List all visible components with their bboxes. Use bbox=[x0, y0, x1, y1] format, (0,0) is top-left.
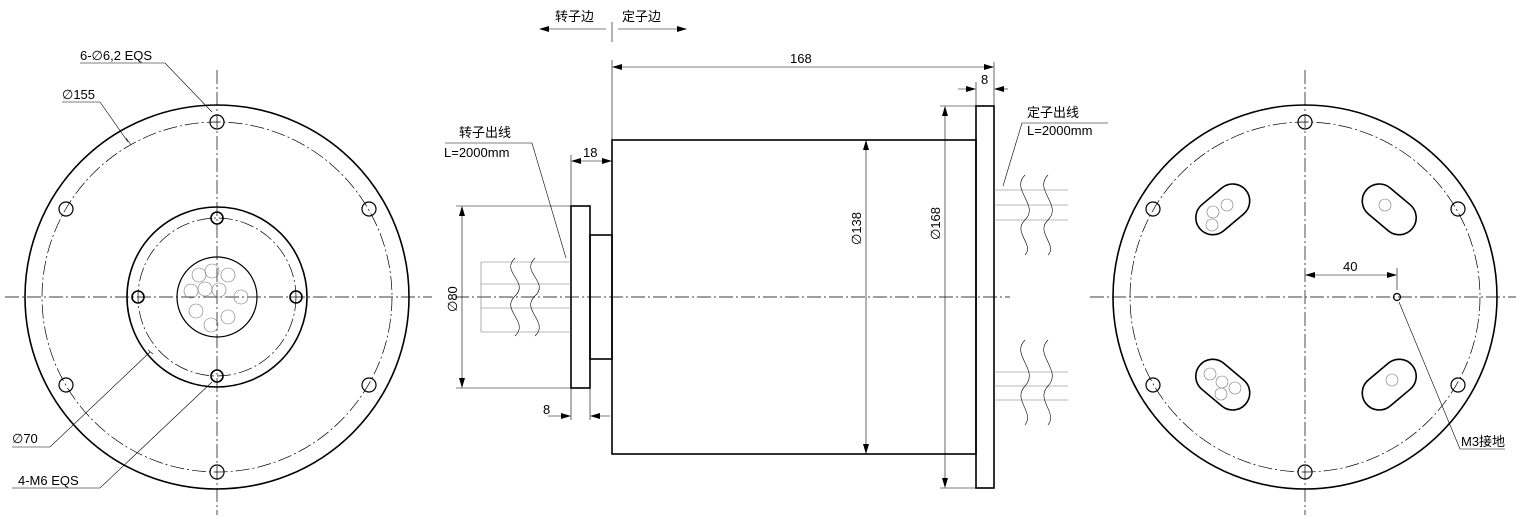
flange-diameter-dim: ∅168 bbox=[928, 207, 943, 240]
rotor-wires bbox=[480, 257, 571, 337]
stator-flange bbox=[975, 105, 995, 489]
front-outer-holes-callout: 6-∅6,2 EQS bbox=[80, 48, 152, 63]
front-outer-holes bbox=[58, 114, 377, 480]
front-core-circle bbox=[176, 256, 258, 338]
front-pcd-outer bbox=[41, 121, 393, 473]
front-pcd-outer-callout: ∅155 bbox=[62, 87, 95, 102]
side-view: 转子边 定子边 bbox=[444, 9, 1108, 489]
front-outer-circle bbox=[24, 104, 410, 490]
stator-wires-bottom bbox=[994, 339, 1068, 426]
ground-offset-dim: 40 bbox=[1343, 259, 1357, 274]
rear-slot-bottom-right bbox=[1361, 358, 1417, 411]
front-pcd-inner bbox=[137, 217, 297, 377]
ground-label: M3接地 bbox=[1461, 434, 1505, 449]
rear-view: 40 M3接地 bbox=[1090, 70, 1516, 515]
rear-slot-top-left bbox=[1195, 183, 1251, 236]
rotor-diameter-dim: ∅80 bbox=[445, 286, 460, 312]
front-core-wires bbox=[183, 263, 249, 333]
overall-length-dim: 168 bbox=[790, 51, 812, 66]
front-hub-circle bbox=[126, 206, 308, 388]
ground-screw bbox=[1392, 292, 1402, 302]
rear-pcd-circle bbox=[1129, 121, 1481, 473]
rotor-flange bbox=[570, 205, 591, 389]
stator-wires-top bbox=[994, 174, 1068, 256]
stator-lead-length: L=2000mm bbox=[1027, 123, 1092, 138]
rotor-step-length-dim: 18 bbox=[583, 145, 597, 160]
front-pcd-inner-callout: ∅70 bbox=[12, 431, 38, 446]
stator-flange-thickness-dim: 8 bbox=[981, 72, 988, 87]
rotor-lead-title: 转子出线 bbox=[459, 125, 511, 140]
stator-side-label: 定子边 bbox=[622, 9, 661, 24]
rotor-side-label: 转子边 bbox=[555, 9, 594, 24]
front-view: 6-∅6,2 EQS ∅155 ∅70 4-M6 EQS bbox=[5, 48, 432, 515]
rear-slot-top-right bbox=[1361, 183, 1417, 236]
body-diameter-dim: ∅138 bbox=[849, 212, 864, 245]
rear-slot-bottom-left bbox=[1195, 358, 1251, 411]
rotor-flange-thickness-dim: 8 bbox=[543, 402, 550, 417]
rear-holes bbox=[1145, 114, 1466, 480]
rotor-lead-length: L=2000mm bbox=[444, 145, 509, 160]
front-inner-holes bbox=[131, 211, 303, 383]
front-inner-holes-callout: 4-M6 EQS bbox=[18, 473, 79, 488]
stator-lead-title: 定子出线 bbox=[1027, 105, 1079, 120]
rear-outer-circle bbox=[1112, 104, 1498, 490]
